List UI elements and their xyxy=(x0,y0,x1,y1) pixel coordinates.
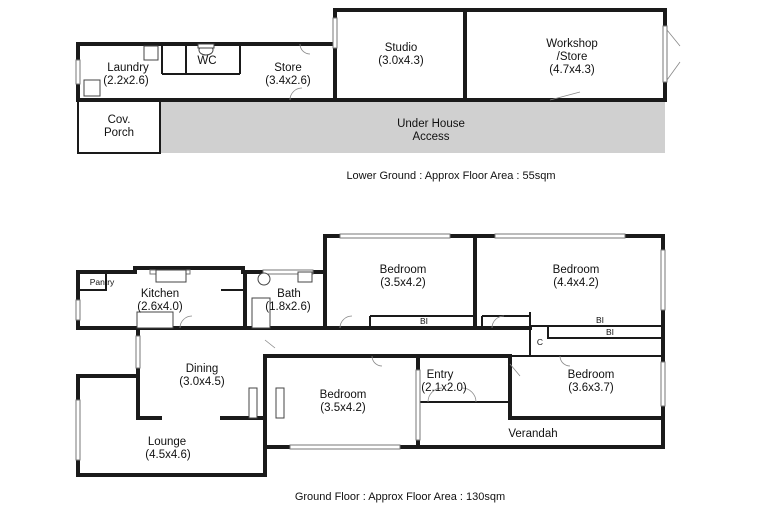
porch-label: Cov. xyxy=(108,114,131,126)
bath-size: (1.8x2.6) xyxy=(265,301,311,313)
studio-label: Studio xyxy=(385,42,418,54)
workshop-label-2: /Store xyxy=(557,51,588,63)
ground-floor-caption: Ground Floor : Approx Floor Area : 130sq… xyxy=(295,491,505,503)
lower-ground-caption: Lower Ground : Approx Floor Area : 55sqm xyxy=(346,170,555,182)
bedroom4-size: (3.6x3.7) xyxy=(568,382,614,394)
workshop-size: (4.7x4.3) xyxy=(549,64,595,76)
under-house-label: Under House xyxy=(397,118,465,130)
bedroom2-size: (4.4x4.2) xyxy=(553,277,599,289)
lounge-label: Lounge xyxy=(148,436,186,448)
bath-label: Bath xyxy=(277,288,301,300)
cupboard-label: C xyxy=(537,337,543,347)
laundry-size: (2.2x2.6) xyxy=(103,75,149,87)
lower-ground-plan: Laundry (2.2x2.6) WC Store (3.4x2.6) Stu… xyxy=(75,8,681,182)
wc-label: WC xyxy=(197,55,216,67)
bi-label-3: BI xyxy=(606,327,614,337)
bi-label-2: BI xyxy=(596,315,604,325)
bedroom3-label: Bedroom xyxy=(320,389,367,401)
pantry-label: Pantry xyxy=(90,277,115,287)
under-house-label-2: Access xyxy=(412,131,449,143)
laundry-label: Laundry xyxy=(107,62,149,74)
bi-label-1: BI xyxy=(420,316,428,326)
porch-label-2: Porch xyxy=(104,127,134,139)
bedroom3-size: (3.5x4.2) xyxy=(320,402,366,414)
bedroom4-label: Bedroom xyxy=(568,369,615,381)
store-size: (3.4x2.6) xyxy=(265,75,311,87)
dining-size: (3.0x4.5) xyxy=(179,376,225,388)
kitchen-label: Kitchen xyxy=(141,288,179,300)
store-label: Store xyxy=(274,62,302,74)
under-house-area xyxy=(160,100,665,153)
ground-floor-plan: Pantry Kitchen (2.6x4.0) Bath (1.8x2.6) … xyxy=(75,233,666,503)
bedroom2-label: Bedroom xyxy=(553,264,600,276)
bedroom1-size: (3.5x4.2) xyxy=(380,277,426,289)
kitchen-size: (2.6x4.0) xyxy=(137,301,183,313)
entry-size: (2.1x2.0) xyxy=(421,382,467,394)
lounge-size: (4.5x4.6) xyxy=(145,449,191,461)
verandah-label: Verandah xyxy=(508,428,557,440)
studio-size: (3.0x4.3) xyxy=(378,55,424,67)
dining-label: Dining xyxy=(186,363,219,375)
entry-label: Entry xyxy=(427,369,454,381)
porch-outline xyxy=(77,99,161,154)
workshop-label: Workshop xyxy=(546,38,598,50)
bedroom1-label: Bedroom xyxy=(380,264,427,276)
